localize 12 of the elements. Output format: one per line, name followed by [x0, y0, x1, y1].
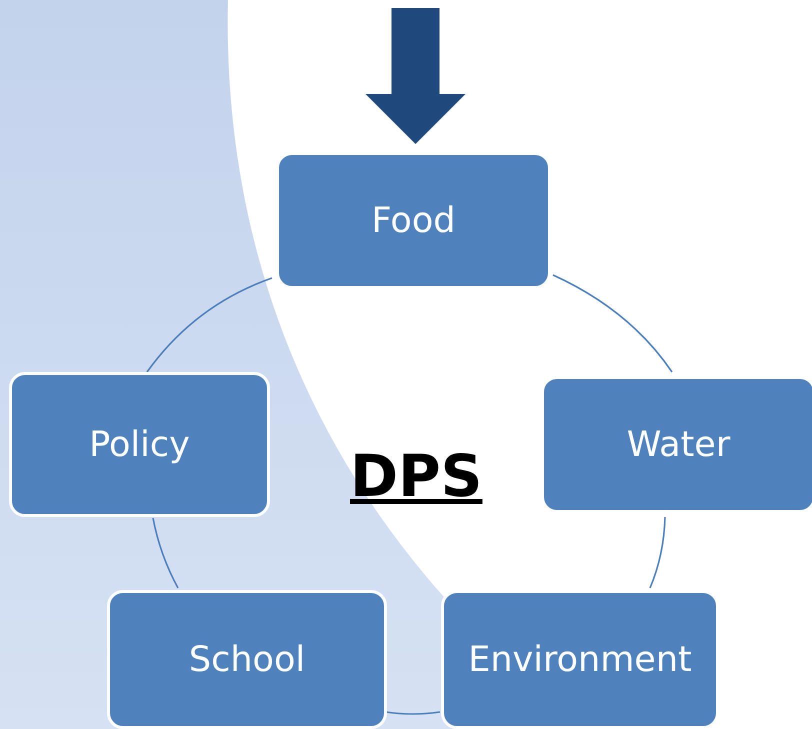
connector-line: [146, 277, 272, 372]
process-box: School: [107, 590, 387, 729]
process-box: Food: [276, 152, 551, 289]
center-title: DPS: [350, 442, 482, 510]
connector-line: [552, 274, 673, 372]
block-arrow: [366, 8, 466, 144]
process-box: Policy: [9, 372, 270, 517]
process-box: Water: [541, 376, 812, 513]
connector-line: [649, 516, 666, 588]
process-box: Environment: [441, 590, 719, 729]
connector-line: [152, 518, 179, 588]
connector-line: [386, 711, 440, 715]
